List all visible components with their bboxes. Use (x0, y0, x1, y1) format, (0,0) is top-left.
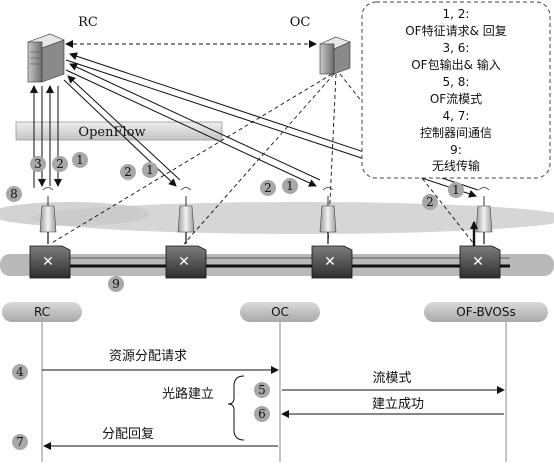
seq-header-oc-label: OC (271, 305, 289, 319)
access-point-4 (475, 187, 493, 233)
oc-server-icon (319, 36, 351, 75)
svg-text:✕: ✕ (178, 254, 190, 270)
legend: 1, 2: OF特征请求& 回复 3, 6: OF包输出& 输入 5, 8: O… (405, 7, 507, 173)
access-point-2 (177, 187, 195, 233)
legend-line-1: 1, 2: (443, 7, 470, 21)
optical-switch-3: ✕ (311, 245, 353, 279)
rc-label: RC (78, 15, 98, 30)
openflow-label: OpenFlow (78, 125, 145, 140)
legend-line-2: OF特征请求& 回复 (405, 23, 507, 38)
openflow-bar (15, 121, 223, 141)
badge-2c: 2 (264, 181, 272, 195)
legend-line-8: 控制器间通信 (420, 126, 492, 140)
step-badges-top: 3 2 1 8 2 1 2 1 1 2 9 (6, 152, 464, 292)
legend-line-7: 4, 7: (443, 109, 470, 123)
badge-1d: 1 (452, 183, 460, 197)
seq-step-5: 5 (258, 383, 266, 397)
seq-step-4: 4 (16, 365, 24, 379)
legend-line-9: 9: (450, 143, 462, 157)
badge-8: 8 (10, 187, 18, 201)
seq-step-7: 7 (16, 435, 24, 449)
badge-3: 3 (34, 157, 42, 171)
seq-header-ofbvoss (424, 302, 548, 322)
msg-allocation-reply-label: 分配回复 (102, 427, 154, 442)
badge-2b: 2 (124, 165, 132, 179)
optical-switch-4: ✕ (459, 245, 501, 279)
seq-header-ofbvoss-label: OF-BVOSs (456, 305, 515, 319)
optical-switch-2: ✕ (165, 245, 207, 279)
badge-9: 9 (112, 277, 120, 291)
badge-1: 1 (76, 153, 84, 167)
rc-server-icon (27, 33, 65, 83)
rc-ap3-links (65, 63, 321, 187)
badge-2d: 2 (426, 195, 434, 209)
badge-1c: 1 (286, 179, 294, 193)
svg-text:✕: ✕ (324, 254, 336, 270)
lightpath-setup-label: 光路建立 (162, 386, 214, 402)
legend-box (361, 1, 551, 179)
wireless-cloud (30, 202, 554, 234)
legend-line-4: OF包输出& 输入 (411, 57, 501, 72)
seq-header-rc-label: RC (34, 305, 50, 319)
badge-1b: 1 (146, 163, 154, 177)
msg-flow-mod-label: 流模式 (372, 371, 411, 386)
svg-text:✕: ✕ (42, 254, 54, 270)
msg-resource-request-label: 资源分配请求 (109, 349, 187, 364)
seq-header-rc (2, 302, 82, 322)
svg-text:✕: ✕ (472, 254, 484, 270)
wireless-cloud-left (0, 202, 150, 226)
ap-switch-stems (47, 232, 485, 244)
badge-2: 2 (56, 157, 64, 171)
oc-label: OC (290, 15, 311, 30)
legend-line-5: 5, 8: (443, 75, 470, 89)
access-point-1 (39, 187, 57, 233)
msg-setup-success-label: 建立成功 (372, 397, 424, 412)
seq-header-oc (240, 302, 320, 322)
legend-line-3: 3, 6: (443, 41, 470, 55)
legend-line-6: OF流模式 (430, 92, 482, 106)
legend-line-10: 无线传输 (432, 158, 480, 173)
access-point-3 (319, 187, 337, 233)
optical-switch-1: ✕ (29, 245, 71, 279)
seq-step-6: 6 (258, 407, 266, 421)
sequence-diagram: RC OC OF-BVOSs 4 资源分配请求 5 流模式 6 建立成功 光路建… (2, 302, 548, 462)
lightpath-bracket (227, 375, 245, 441)
